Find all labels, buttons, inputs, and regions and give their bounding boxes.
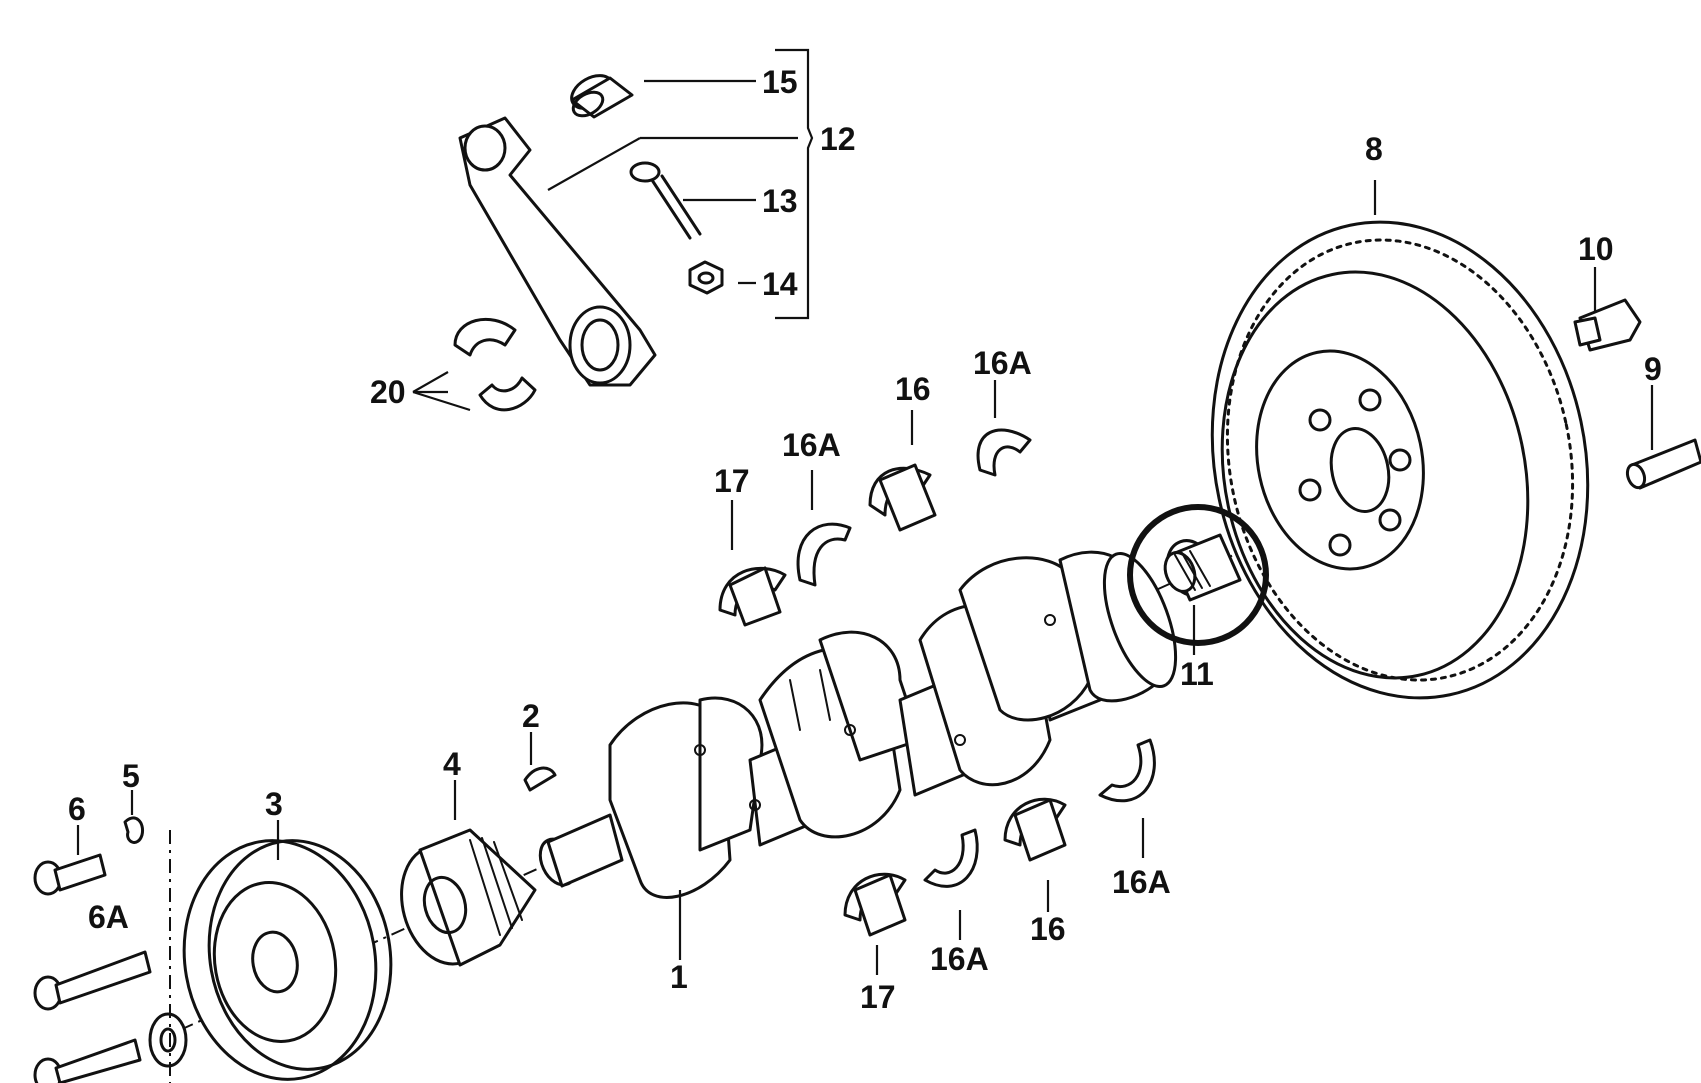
callout-10: 10 [1578, 231, 1614, 267]
piston-pin-bushing [570, 74, 634, 119]
callout-14: 14 [762, 266, 798, 302]
callout-15: 15 [762, 64, 798, 100]
rod-nut [688, 260, 724, 295]
crank-pulley [182, 839, 393, 1081]
callout-16a-upper-left: 16A [782, 427, 841, 463]
pulley-bolt [33, 853, 107, 896]
callout-8: 8 [1365, 131, 1383, 167]
callout-13: 13 [762, 183, 798, 219]
callout-12: 12 [820, 121, 856, 157]
callout-labels: 15 12 13 14 20 8 10 9 11 17 16A 16 16A 2… [68, 64, 1662, 1015]
callout-17-upper: 17 [714, 463, 750, 499]
callout-11: 11 [1180, 656, 1214, 692]
callout-6a: 6A [88, 899, 129, 935]
lower-main-bearings [843, 738, 1156, 937]
callout-17-lower: 17 [860, 979, 896, 1015]
callout-2: 2 [522, 698, 540, 734]
pulley-bolt-bottom [33, 1038, 142, 1083]
dowel-pin [1625, 438, 1701, 490]
callout-3: 3 [265, 786, 283, 822]
timing-sprocket [400, 828, 537, 967]
callout-16a-lower-left: 16A [930, 941, 989, 977]
flywheel [1210, 220, 1590, 700]
rod-bearing-shells [453, 317, 537, 412]
pulley-bolt-long [33, 950, 152, 1011]
callout-16a-lower-right: 16A [1112, 864, 1171, 900]
crankshaft [179, 479, 1401, 1031]
flywheel-bolt [1573, 298, 1642, 352]
callout-5: 5 [122, 758, 140, 794]
highlight-ring [1127, 504, 1269, 646]
lock-plate [123, 816, 145, 844]
leader-lines [76, 48, 1654, 975]
rod-bolt [629, 161, 702, 240]
callout-6: 6 [68, 791, 86, 827]
callout-20: 20 [370, 374, 406, 410]
woodruff-key [523, 766, 557, 792]
callout-1: 1 [670, 959, 688, 995]
callout-16a-upper-right: 16A [973, 345, 1032, 381]
callout-4: 4 [443, 746, 461, 782]
connecting-rod [458, 116, 657, 387]
needle-bearing [1163, 533, 1242, 602]
callout-16-lower: 16 [1030, 911, 1066, 947]
callout-9: 9 [1644, 351, 1662, 387]
callout-16-upper: 16 [895, 371, 931, 407]
upper-main-bearings [718, 428, 1032, 627]
spacer-washer [148, 1012, 188, 1068]
